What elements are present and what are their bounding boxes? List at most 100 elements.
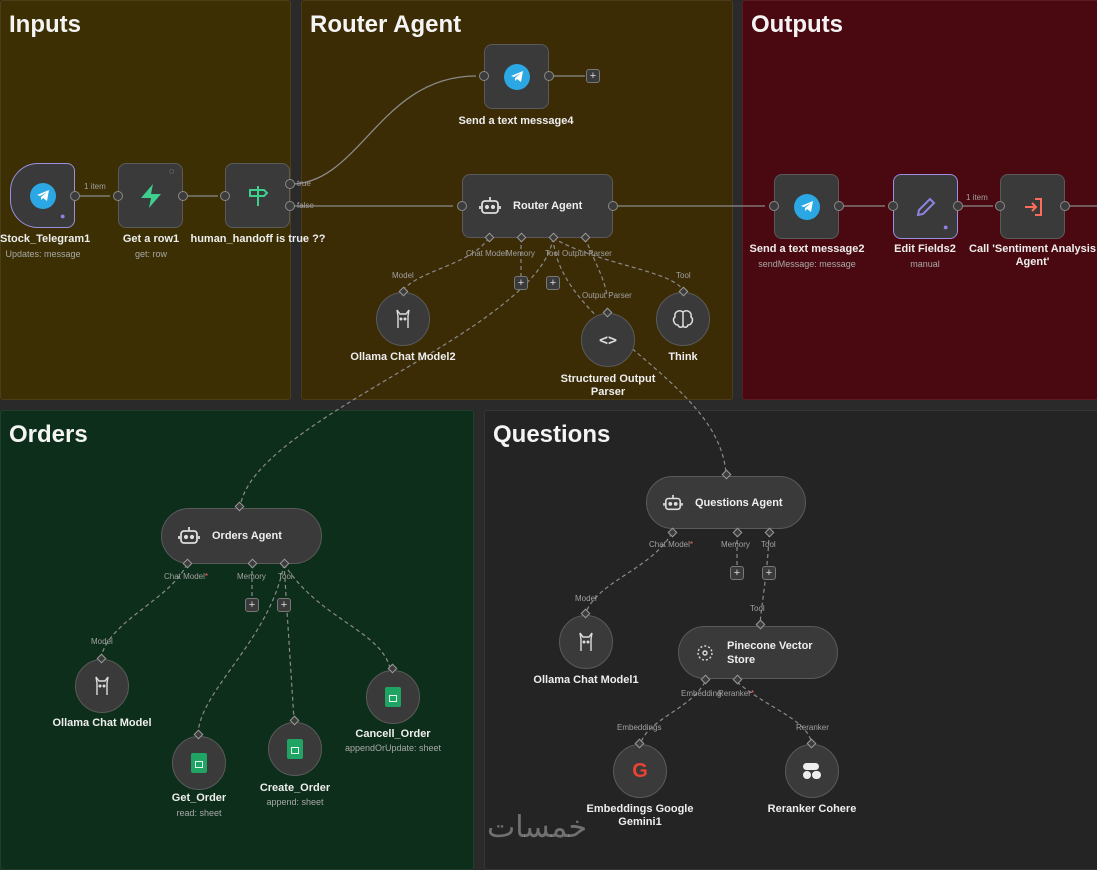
embeddings-google-gemini1-node[interactable]: G [613,744,667,798]
add-memory-button[interactable]: + [514,276,528,290]
google-sheets-icon [191,753,207,773]
node-label: Think [668,351,698,363]
questions-agent-node[interactable]: Questions Agent [646,476,806,529]
telegram-icon [793,193,820,220]
output-port[interactable] [608,201,618,211]
stock-telegram-trigger-node[interactable] [10,163,75,228]
required-mark: * [689,540,694,549]
send-text-message4-node[interactable] [484,44,549,109]
pinecone-vector-store-node[interactable]: Pinecone Vector Store [678,626,838,679]
ollama-chat-model1-node[interactable] [559,615,613,669]
add-tool-button[interactable]: + [277,598,291,612]
pinecone-icon [697,644,713,661]
handle-label-output-parser: Output Parser [582,291,632,300]
node-label: Edit Fields2 [894,243,956,255]
node-label: Reranker Cohere [767,803,857,815]
input-port[interactable] [457,201,467,211]
handle-label-model: Model [575,594,597,603]
ollama-llama-icon [396,309,410,328]
node-subtitle: appendOrUpdate: sheet [344,743,442,753]
create-order-node[interactable] [268,722,322,776]
handle-label-reranker: Reranker* [718,689,754,698]
get-row-node[interactable] [118,163,183,228]
orders-agent-node[interactable]: Orders Agent [161,508,322,564]
output-port[interactable] [178,191,188,201]
signpost-icon [248,185,268,206]
group-title-inputs: Inputs [9,11,81,38]
node-label: Create_Order [259,782,331,794]
handle-label-embedding: Embedding [681,689,722,698]
handle-label-tool: Tool [676,271,691,280]
node-label: Orders Agent [212,530,282,542]
node-label: Pinecone Vector Store [727,639,813,666]
input-port[interactable] [995,201,1005,211]
human-handoff-if-node[interactable] [225,163,290,228]
output-port[interactable] [953,201,963,211]
supabase-icon [140,183,161,208]
node-label: Ollama Chat Model2 [350,351,456,363]
get-order-node[interactable] [172,736,226,790]
node-label: Get_Order [171,792,227,804]
add-memory-button[interactable]: + [245,598,259,612]
handle-label-model: Model [392,271,414,280]
telegram-icon [29,182,56,209]
output-port[interactable] [834,201,844,211]
true-output-port[interactable] [285,179,295,189]
reranker-cohere-node[interactable] [785,744,839,798]
ollama-chat-model-node[interactable] [75,659,129,713]
output-port[interactable] [1060,201,1070,211]
chat-model-text: Chat Model [649,540,690,549]
call-sentiment-analysis-agent-node[interactable] [1000,174,1065,239]
add-node-button[interactable]: + [586,69,600,83]
node-subtitle: get: row [134,249,167,259]
output-port[interactable] [70,191,80,201]
cancel-order-node[interactable] [366,670,420,724]
code-brackets-icon: <> [598,331,618,349]
think-tool-node[interactable] [656,292,710,346]
node-label: Send a text message4 [458,115,574,127]
ollama-llama-icon [579,632,593,651]
node-subtitle: sendMessage: message [758,259,856,269]
reranker-text: Reranker [718,689,751,698]
edge-item-count: 1 item [966,193,988,202]
handle-label-output-parser: Output Parser [562,249,612,258]
chat-model-text: Chat Model [164,572,205,581]
handle-label-chat-model: Chat Model [466,249,507,258]
output-port[interactable] [544,71,554,81]
node-label: Send a text message2 [749,243,865,255]
true-branch-label: true [297,179,311,188]
input-port[interactable] [479,71,489,81]
handle-label-memory: Memory [237,572,266,581]
ollama-chat-model2-node[interactable] [376,292,430,346]
group-title-questions: Questions [493,421,611,448]
add-tool-button[interactable]: + [762,566,776,580]
false-branch-label: false [297,201,314,210]
required-mark: * [750,689,755,698]
node-label: Structured Output Parser [560,373,656,398]
handle-label-memory: Memory [721,540,750,549]
handle-label-chat-model: Chat Model* [649,540,693,549]
add-memory-button[interactable]: + [730,566,744,580]
node-subtitle: manual [910,259,940,269]
pin-icon: ● [943,222,949,232]
handle-label-tool: Tool [545,249,560,258]
structured-output-parser-node[interactable]: <> [581,313,635,367]
add-tool-button[interactable]: + [546,276,560,290]
group-title-outputs: Outputs [751,11,843,38]
handle-label-tool: Tool [278,572,293,581]
router-agent-node[interactable]: Router Agent [462,174,613,238]
node-label: Ollama Chat Model [52,717,152,729]
handle-label-chat-model: Chat Model* [164,572,208,581]
send-text-message2-node[interactable] [774,174,839,239]
false-output-port[interactable] [285,201,295,211]
edge-item-count: 1 item [84,182,106,191]
node-subtitle: append: sheet [266,797,324,807]
input-port[interactable] [769,201,779,211]
edit-fields2-node[interactable] [893,174,958,239]
node-label: Stock_Telegram1 [0,233,91,245]
sign-in-arrow-icon [1024,197,1042,216]
input-port[interactable] [113,191,123,201]
input-port[interactable] [888,201,898,211]
telegram-icon [503,63,530,90]
input-port[interactable] [220,191,230,201]
